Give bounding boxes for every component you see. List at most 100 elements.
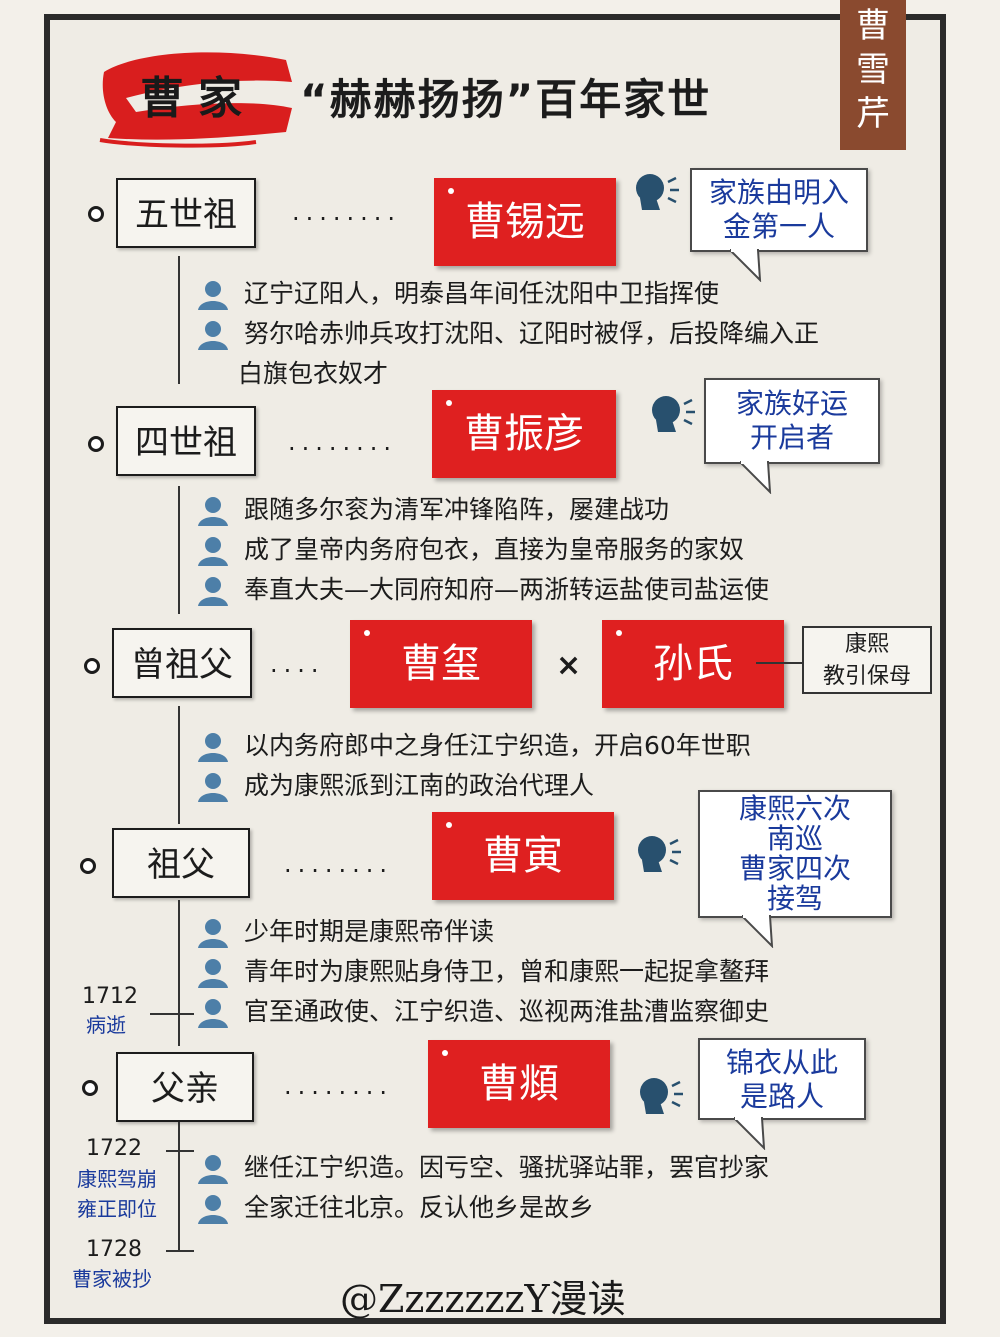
brush-stroke xyxy=(99,52,293,148)
person-icon xyxy=(198,1155,228,1184)
person-name-box: 曹頫 xyxy=(428,1040,610,1128)
dotted-leader: ........ xyxy=(284,850,394,878)
fact-item: 成了皇帝内务府包衣，直接为皇帝服务的家奴 xyxy=(196,534,744,567)
speaker-icon xyxy=(652,396,695,432)
family-label: 曹家 xyxy=(140,73,256,124)
person-icon xyxy=(198,1195,228,1224)
person-icon xyxy=(198,999,228,1028)
generation-rank: 四世祖 xyxy=(116,406,256,476)
bubble-line: 康熙六次 xyxy=(738,792,851,825)
person-icon xyxy=(198,497,228,526)
timeline-dot xyxy=(82,1080,98,1096)
note-line: 康熙 xyxy=(844,632,889,657)
person-icon xyxy=(198,919,228,948)
fact-item: 跟随多尔衮为清军冲锋陷阵，屡建战功 xyxy=(196,494,669,527)
bubble-tail xyxy=(734,1116,766,1150)
fact-text: 跟随多尔衮为清军冲锋陷阵，屡建战功 xyxy=(243,495,669,524)
person-icon xyxy=(198,959,228,988)
fact-item: 成为康熙派到江南的政治代理人 xyxy=(196,770,594,803)
person-name-box: 曹锡远 xyxy=(434,178,616,266)
person-icon xyxy=(198,321,228,350)
role-note: 康熙 教引保母 xyxy=(802,626,932,694)
dotted-leader: ........ xyxy=(292,198,402,226)
fact-text: 成为康熙派到江南的政治代理人 xyxy=(243,771,594,800)
timeline-event: 康熙驾崩 雍正即位 xyxy=(77,1167,157,1221)
timeline-tick xyxy=(166,1250,194,1252)
person-name-box: 曹振彦 xyxy=(432,390,616,478)
person-icon xyxy=(198,537,228,566)
page-title: “赫赫扬扬”百年家世 xyxy=(300,75,712,124)
author-signature: @ZzzzzzzY漫读 xyxy=(340,1277,626,1321)
timeline-line xyxy=(178,256,180,384)
marriage-symbol: × xyxy=(556,648,582,683)
person-icon xyxy=(198,577,228,606)
timeline-dot xyxy=(88,436,104,452)
timeline-year: 1728 xyxy=(86,1237,142,1262)
dotted-leader: ........ xyxy=(288,428,398,456)
fact-item: 全家迁往北京。反认他乡是故乡 xyxy=(196,1192,594,1225)
fact-item: 青年时为康熙贴身侍卫，曾和康熙一起捉拿鳌拜 xyxy=(196,956,769,989)
bubble-tail xyxy=(740,460,772,494)
bubble-line: 锦衣从此 xyxy=(725,1046,838,1079)
fact-item: 奉直大夫—大同府知府—两浙转运盐使司盐运使 xyxy=(196,574,769,607)
fact-item: 以内务府郎中之身任江宁织造，开启60年世职 xyxy=(196,730,751,763)
side-tag-char: 芹 xyxy=(856,94,890,134)
timeline-year: 1712 xyxy=(82,984,138,1009)
bubble-line: 南巡 xyxy=(766,822,823,855)
speech-bubble: 家族好运 开启者 xyxy=(704,378,880,464)
timeline-tick xyxy=(166,1150,194,1152)
bubble-line: 接驾 xyxy=(766,882,823,915)
bubble-line: 家族好运 xyxy=(735,387,848,420)
fact-text: 努尔哈赤帅兵攻打沈阳、辽阳时被俘，后投降编入正 xyxy=(243,319,819,348)
dotted-leader: ........ xyxy=(284,1072,394,1100)
generation-rank: 祖父 xyxy=(112,828,250,898)
fact-text: 官至通政使、江宁织造、巡视两淮盐漕监察御史 xyxy=(243,997,769,1026)
timeline-event: 病逝 xyxy=(86,1013,126,1037)
speech-bubble: 康熙六次 南巡 曹家四次 接驾 xyxy=(698,790,892,918)
timeline-tick xyxy=(150,1013,194,1015)
timeline-line xyxy=(178,1122,180,1252)
speech-bubble: 锦衣从此 是路人 xyxy=(698,1038,866,1120)
side-tag-char: 雪 xyxy=(856,50,890,90)
timeline-dot xyxy=(84,658,100,674)
fact-text: 辽宁辽阳人，明泰昌年间任沈阳中卫指挥使 xyxy=(243,279,719,308)
person-icon xyxy=(198,773,228,802)
connector-line xyxy=(756,662,802,664)
bubble-line: 金第一人 xyxy=(722,210,835,243)
fact-text: 青年时为康熙贴身侍卫，曾和康熙一起捉拿鳌拜 xyxy=(243,957,769,986)
side-tag-char: 曹 xyxy=(856,6,890,46)
speaker-icon xyxy=(638,836,681,872)
fact-item: 少年时期是康熙帝伴读 xyxy=(196,916,494,949)
fact-text: 奉直大夫—大同府知府—两浙转运盐使司盐运使 xyxy=(243,575,769,604)
side-tag: 曹 雪 芹 xyxy=(840,0,906,150)
generation-rank: 五世祖 xyxy=(116,178,256,248)
fact-item: 辽宁辽阳人，明泰昌年间任沈阳中卫指挥使 xyxy=(196,278,719,311)
speech-bubble: 家族由明入 金第一人 xyxy=(690,168,868,252)
bubble-tail xyxy=(730,248,762,282)
dotted-leader: .... xyxy=(270,650,325,678)
speaker-icon xyxy=(640,1078,683,1114)
timeline-line xyxy=(178,486,180,614)
fact-text: 少年时期是康熙帝伴读 xyxy=(243,917,494,946)
person-name-box: 曹玺 xyxy=(350,620,532,708)
fact-text: 全家迁往北京。反认他乡是故乡 xyxy=(243,1193,594,1222)
timeline-line xyxy=(178,706,180,824)
fact-item: 努尔哈赤帅兵攻打沈阳、辽阳时被俘，后投降编入正 xyxy=(196,318,819,351)
bubble-line: 曹家四次 xyxy=(738,852,851,885)
fact-item: 官至通政使、江宁织造、巡视两淮盐漕监察御史 xyxy=(196,996,769,1029)
timeline-line xyxy=(178,900,180,1046)
person-name-box: 孙氏 xyxy=(602,620,784,708)
timeline-event: 曹家被抄 xyxy=(72,1267,152,1291)
person-icon xyxy=(198,281,228,310)
timeline-dot xyxy=(88,206,104,222)
fact-text: 继任江宁织造。因亏空、骚扰驿站罪，罢官抄家 xyxy=(243,1153,769,1182)
timeline-dot xyxy=(80,858,96,874)
fact-text: 以内务府郎中之身任江宁织造，开启60年世职 xyxy=(243,731,751,760)
note-line: 教引保母 xyxy=(822,664,911,689)
fact-continuation: 白旗包衣奴才 xyxy=(238,359,389,388)
generation-rank: 曾祖父 xyxy=(112,628,252,698)
generation-rank: 父亲 xyxy=(116,1052,254,1122)
fact-item: 继任江宁织造。因亏空、骚扰驿站罪，罢官抄家 xyxy=(196,1152,769,1185)
person-name-box: 曹寅 xyxy=(432,812,614,900)
timeline-year: 1722 xyxy=(86,1136,142,1161)
